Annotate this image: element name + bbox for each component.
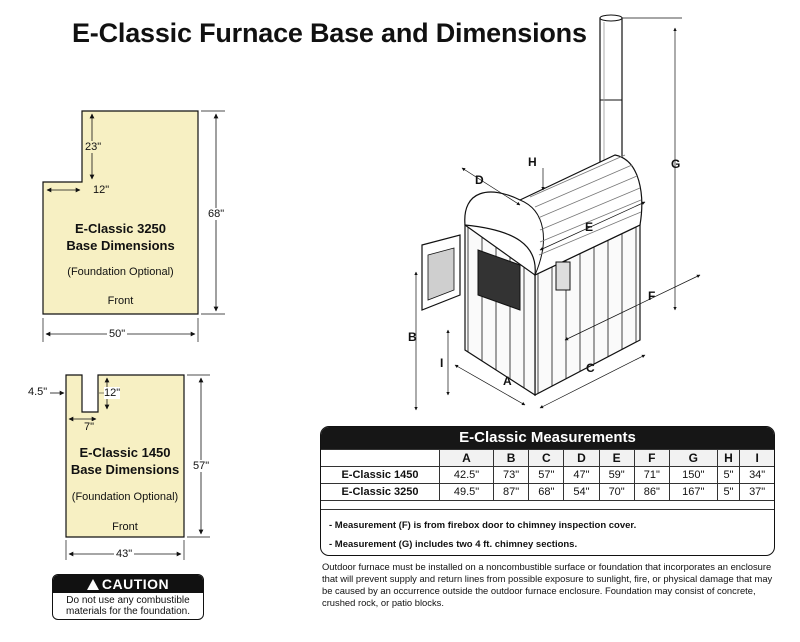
caution-heading-text: CAUTION xyxy=(101,576,170,592)
measurements-grid: A B C D E F G H I E-Classic 1450 42.5" 7… xyxy=(321,449,774,501)
furnace-label-i: I xyxy=(440,356,444,370)
table-cell: 167" xyxy=(668,483,718,501)
base-1450-notch-width: 7" xyxy=(84,421,95,433)
furnace-label-e: E xyxy=(585,220,594,234)
furnace-label-h: H xyxy=(528,155,537,169)
base-1450-subtitle: Base Dimensions xyxy=(70,462,180,477)
table-cell: 86" xyxy=(633,483,670,501)
table-cell: 5" xyxy=(716,466,741,484)
warning-icon xyxy=(86,579,99,590)
table-cell: 68" xyxy=(528,483,565,501)
base-3250-shape xyxy=(42,110,199,315)
base-3250-note: (Foundation Optional) xyxy=(67,266,174,278)
table-row: E-Classic 1450 42.5" 73" 57" 47" 59" 71"… xyxy=(321,466,774,484)
column-header: A xyxy=(438,449,495,467)
table-cell: 150" xyxy=(668,466,718,484)
measurements-heading: E-Classic Measurements xyxy=(321,427,774,449)
base-1450-note: (Foundation Optional) xyxy=(71,491,179,503)
base-3250-front: Front xyxy=(107,295,134,307)
base-3250-depth: 68" xyxy=(208,208,225,220)
measurement-note-f: - Measurement (F) is from firebox door t… xyxy=(329,520,637,531)
table-cell: 71" xyxy=(633,466,670,484)
measurements-table: E-Classic Measurements A B C D E F G H I… xyxy=(320,426,775,556)
base-3250-width: 50" xyxy=(107,328,128,340)
page-title: E-Classic Furnace Base and Dimensions xyxy=(72,18,587,48)
table-cell: 49.5" xyxy=(438,483,495,501)
caution-heading: CAUTION xyxy=(53,575,203,593)
column-header: G xyxy=(668,449,718,467)
furnace-label-a: A xyxy=(503,374,512,388)
furnace-label-c: C xyxy=(586,361,595,375)
base-1450-depth: 57" xyxy=(193,460,210,472)
table-cell: 87" xyxy=(493,483,530,501)
base-1450-notch-height: 12" xyxy=(104,387,121,399)
measurement-note-g: - Measurement (G) includes two 4 ft. chi… xyxy=(329,539,578,550)
base-3250-notch-width: 12" xyxy=(93,184,110,196)
table-cell: 47" xyxy=(563,466,600,484)
column-header: I xyxy=(739,449,774,467)
base-3250-name: E-Classic 3250 xyxy=(74,221,167,236)
table-cell: 70" xyxy=(598,483,635,501)
installation-footnote: Outdoor furnace must be installed on a n… xyxy=(322,561,773,608)
furnace-label-g: G xyxy=(671,157,681,171)
furnace-label-d: D xyxy=(475,173,484,187)
table-cell: 54" xyxy=(563,483,600,501)
column-header: D xyxy=(563,449,600,467)
table-cell: 73" xyxy=(493,466,530,484)
table-cell: 37" xyxy=(739,483,774,501)
row-model: E-Classic 1450 xyxy=(321,466,440,484)
table-cell: 42.5" xyxy=(438,466,495,484)
base-1450-left-dim: 4.5" xyxy=(28,386,48,398)
table-cell: 57" xyxy=(528,466,565,484)
column-header: E xyxy=(598,449,635,467)
table-cell: 5" xyxy=(716,483,741,501)
measurement-notes: - Measurement (F) is from firebox door t… xyxy=(321,510,774,554)
base-1450-front: Front xyxy=(112,521,138,533)
column-header: H xyxy=(716,449,741,467)
furnace-front xyxy=(464,223,536,397)
caution-body: Do not use any combustible materials for… xyxy=(66,595,190,617)
table-corner xyxy=(321,449,440,467)
base-1450-shape xyxy=(65,374,185,538)
furnace-illustration xyxy=(414,14,701,411)
column-header: F xyxy=(633,449,670,467)
furnace-label-f: F xyxy=(648,289,656,303)
table-cell: 34" xyxy=(739,466,774,484)
furnace-label-b: B xyxy=(408,330,417,344)
caution-box: CAUTION Do not use any combustible mater… xyxy=(52,574,204,620)
base-1450-name: E-Classic 1450 xyxy=(79,445,171,460)
base-1450-width: 43" xyxy=(114,548,135,560)
row-model: E-Classic 3250 xyxy=(321,483,440,501)
base-3250-subtitle: Base Dimensions xyxy=(66,238,175,253)
table-header-row: A B C D E F G H I xyxy=(321,449,774,467)
column-header: B xyxy=(493,449,530,467)
table-row: E-Classic 3250 49.5" 87" 68" 54" 70" 86"… xyxy=(321,483,774,501)
table-cell: 59" xyxy=(598,466,635,484)
base-3250-notch-height: 23" xyxy=(85,141,102,153)
column-header: C xyxy=(528,449,565,467)
